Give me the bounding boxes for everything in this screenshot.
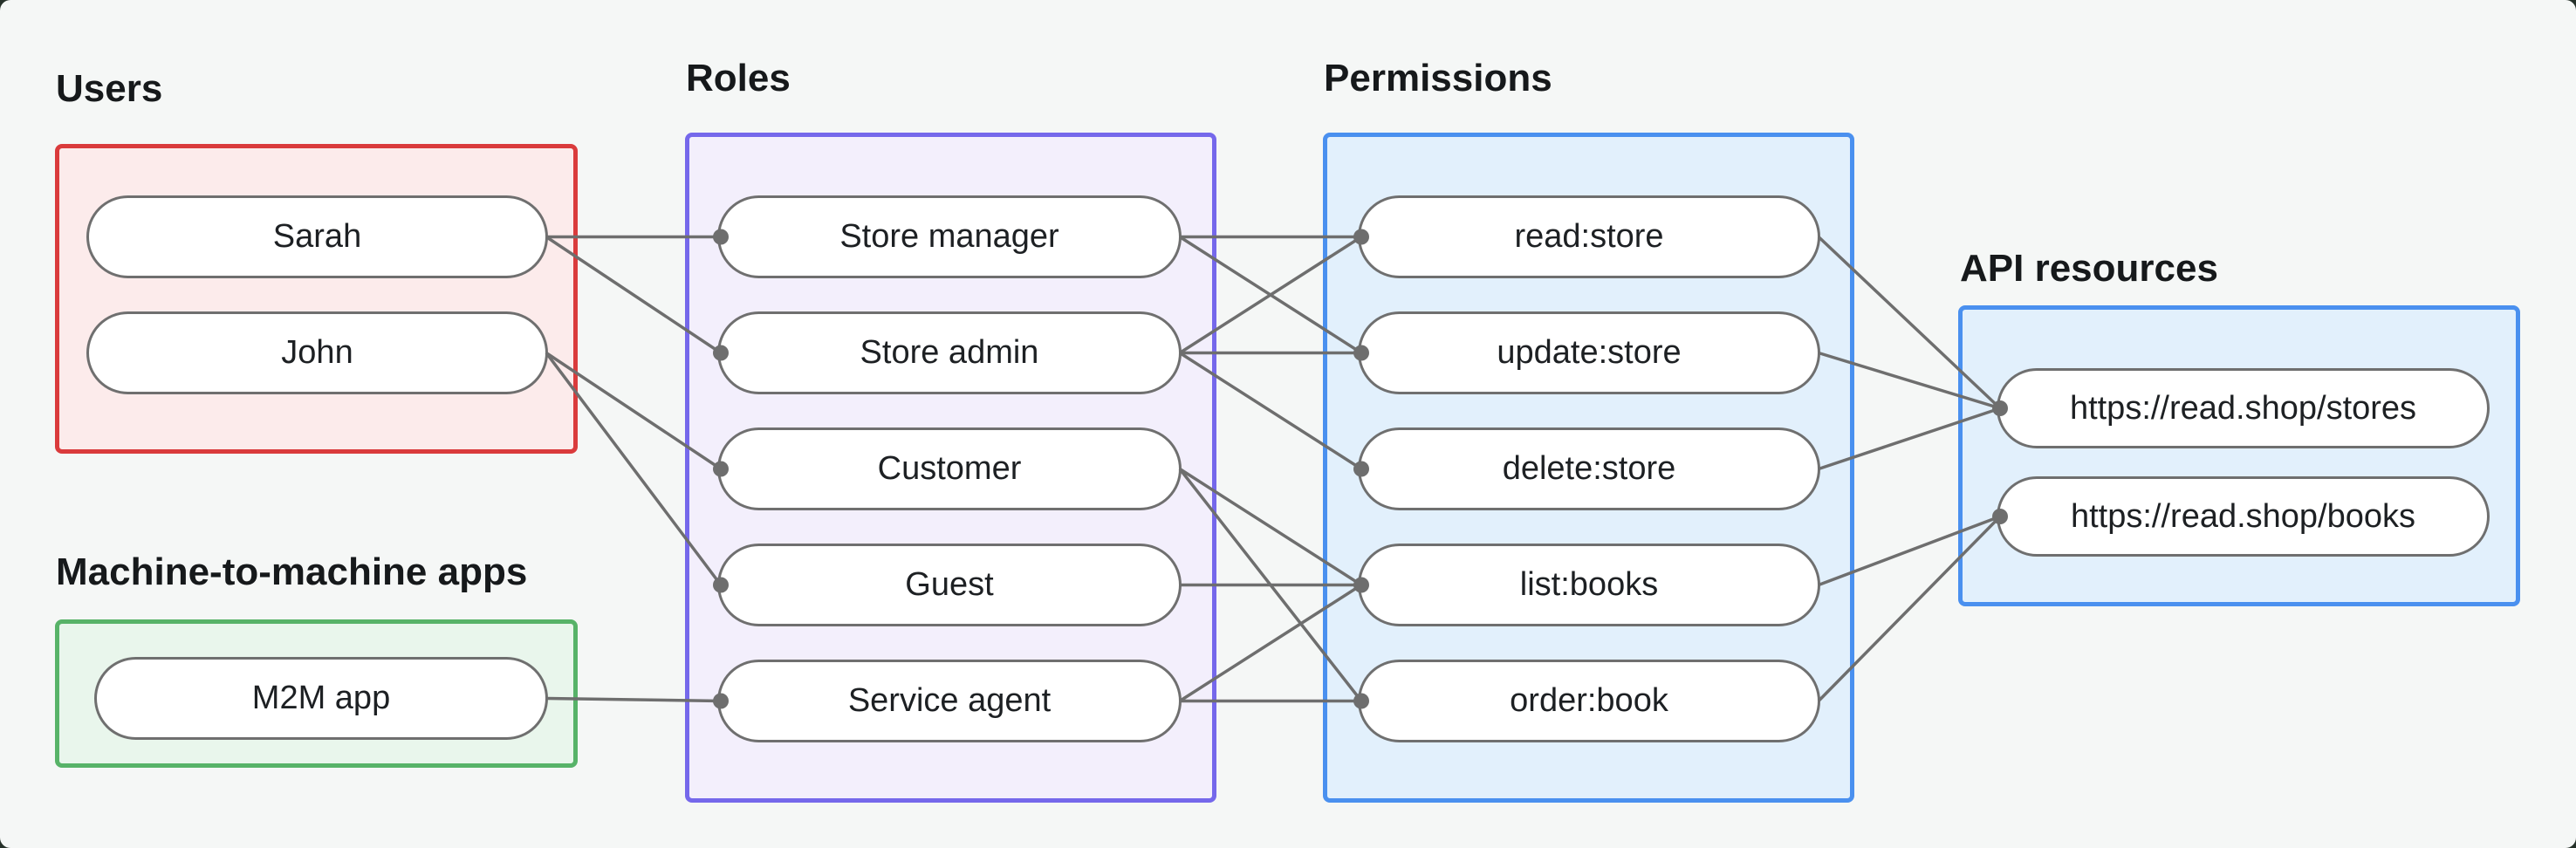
- node-read-store: read:store: [1358, 195, 1820, 278]
- users-section-label: Users: [56, 67, 163, 110]
- users-group-box: [55, 144, 578, 454]
- node-guest: Guest: [717, 544, 1182, 626]
- node-m2m-app: M2M app: [94, 657, 548, 740]
- m2m-section-label: Machine-to-machine apps: [56, 551, 528, 593]
- node-service-agent: Service agent: [717, 660, 1182, 742]
- node-john: John: [86, 311, 548, 394]
- permissions-section-label: Permissions: [1324, 57, 1552, 99]
- node-stores-api: https://read.shop/stores: [1997, 368, 2490, 448]
- roles-section-label: Roles: [686, 57, 791, 99]
- api-section-label: API resources: [1960, 247, 2218, 290]
- node-store-admin: Store admin: [717, 311, 1182, 394]
- node-list-books: list:books: [1358, 544, 1820, 626]
- node-store-manager: Store manager: [717, 195, 1182, 278]
- node-order-book: order:book: [1358, 660, 1820, 742]
- node-books-api: https://read.shop/books: [1997, 476, 2490, 557]
- node-update-store: update:store: [1358, 311, 1820, 394]
- node-delete-store: delete:store: [1358, 427, 1820, 510]
- api-group-box: [1958, 305, 2520, 606]
- node-customer: Customer: [717, 427, 1182, 510]
- node-sarah: Sarah: [86, 195, 548, 278]
